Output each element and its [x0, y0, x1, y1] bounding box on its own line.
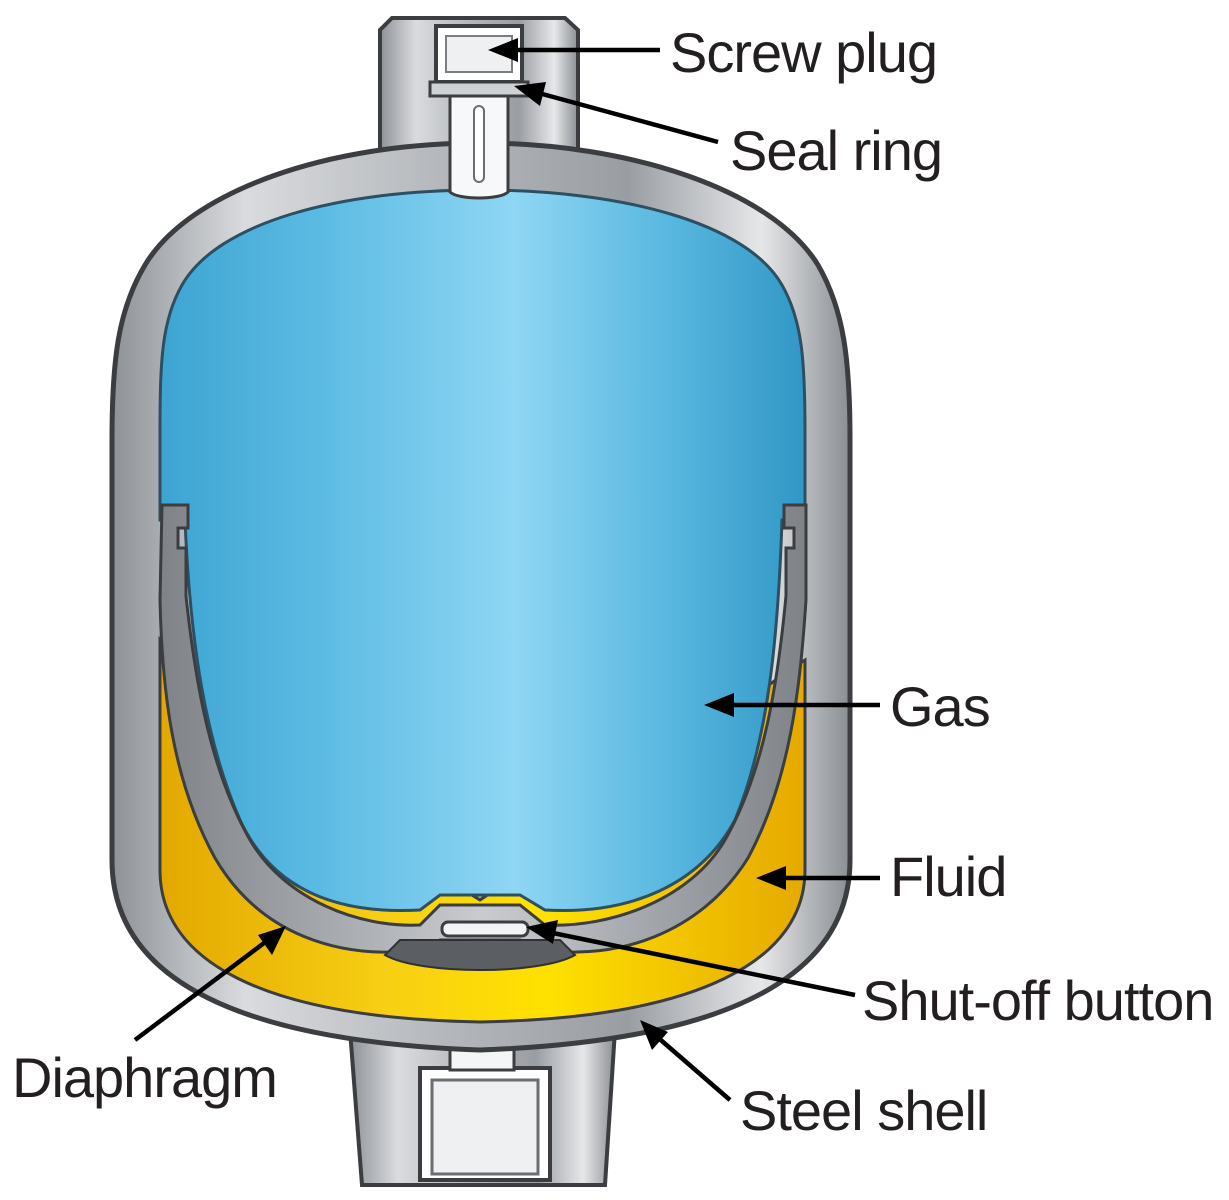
label-screw-plug: Screw plug: [670, 21, 937, 84]
diaphragm-arrowhead: [258, 926, 286, 955]
gas-arrowhead: [704, 693, 734, 717]
arrows: [133, 38, 880, 1102]
diaphragm-arrow: [133, 938, 270, 1042]
fluid-arrowhead: [756, 866, 786, 890]
seal-ring-arrow: [534, 89, 719, 145]
shut-off-button: [383, 920, 577, 971]
seal-ring: [428, 80, 530, 200]
label-steel-shell: Steel shell: [740, 1079, 987, 1142]
shut-off-button-arrowhead: [526, 920, 558, 944]
shut-off-button-arrow: [547, 929, 856, 998]
gas-chamber: [158, 188, 807, 913]
steel-shell-arrowhead: [640, 1020, 668, 1050]
label-gas: Gas: [890, 675, 990, 738]
label-fluid: Fluid: [890, 845, 1006, 908]
label-diaphragm: Diaphragm: [12, 1046, 277, 1109]
screw-plug-arrowhead: [488, 38, 518, 62]
seal-ring-arrowhead: [514, 82, 546, 106]
label-seal-ring: Seal ring: [730, 119, 942, 182]
label-shut-off-button: Shut-off button: [862, 969, 1213, 1032]
steel-shell-arrow: [653, 1033, 732, 1102]
